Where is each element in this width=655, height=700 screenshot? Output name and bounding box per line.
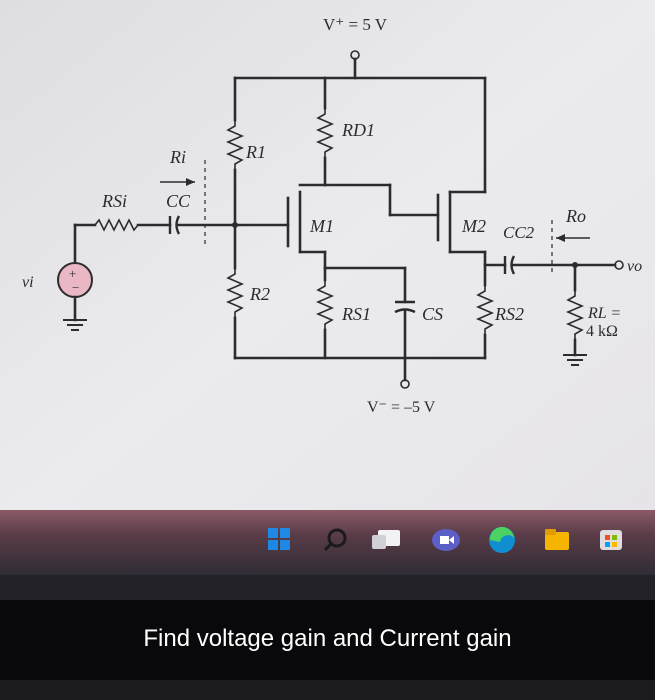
source-minus-sign: − — [72, 280, 79, 295]
edge-browser-icon[interactable] — [489, 526, 515, 553]
vi-label: vi — [22, 274, 34, 291]
cc2-label: CC2 — [503, 223, 535, 242]
vo-label: vo — [627, 258, 642, 275]
cc-label: CC — [166, 191, 191, 211]
windows-start-icon[interactable] — [268, 528, 290, 550]
r1-label: R1 — [245, 142, 266, 162]
vminus-label: V⁻ = –5 V — [367, 399, 436, 416]
rl-name-label: RL = — [587, 305, 621, 322]
rl-value-label: 4 kΩ — [586, 323, 618, 340]
circuit-diagram — [57, 50, 624, 389]
cs-label: CS — [422, 304, 443, 324]
rs1-label: RS1 — [341, 304, 371, 324]
vplus-label: V⁺ = 5 V — [323, 15, 388, 34]
ro-label: Ro — [565, 206, 586, 226]
search-icon[interactable] — [323, 528, 347, 552]
microsoft-store-icon[interactable] — [600, 530, 622, 550]
file-explorer-icon[interactable] — [545, 529, 569, 550]
rs2-label: RS2 — [494, 304, 524, 324]
teams-chat-icon[interactable] — [432, 529, 460, 551]
m1-label: M1 — [309, 216, 334, 236]
caption-text: Find voltage gain and Current gain — [143, 625, 512, 652]
rd1-label: RD1 — [341, 120, 375, 140]
caption-bar — [0, 600, 655, 680]
rsi-label: RSi — [101, 191, 127, 211]
m2-label: M2 — [461, 216, 486, 236]
screen-background — [0, 0, 655, 520]
task-view-icon[interactable] — [372, 530, 400, 549]
ri-label: Ri — [169, 147, 186, 167]
source-plus-sign: + — [69, 266, 76, 281]
r2-label: R2 — [249, 284, 270, 304]
